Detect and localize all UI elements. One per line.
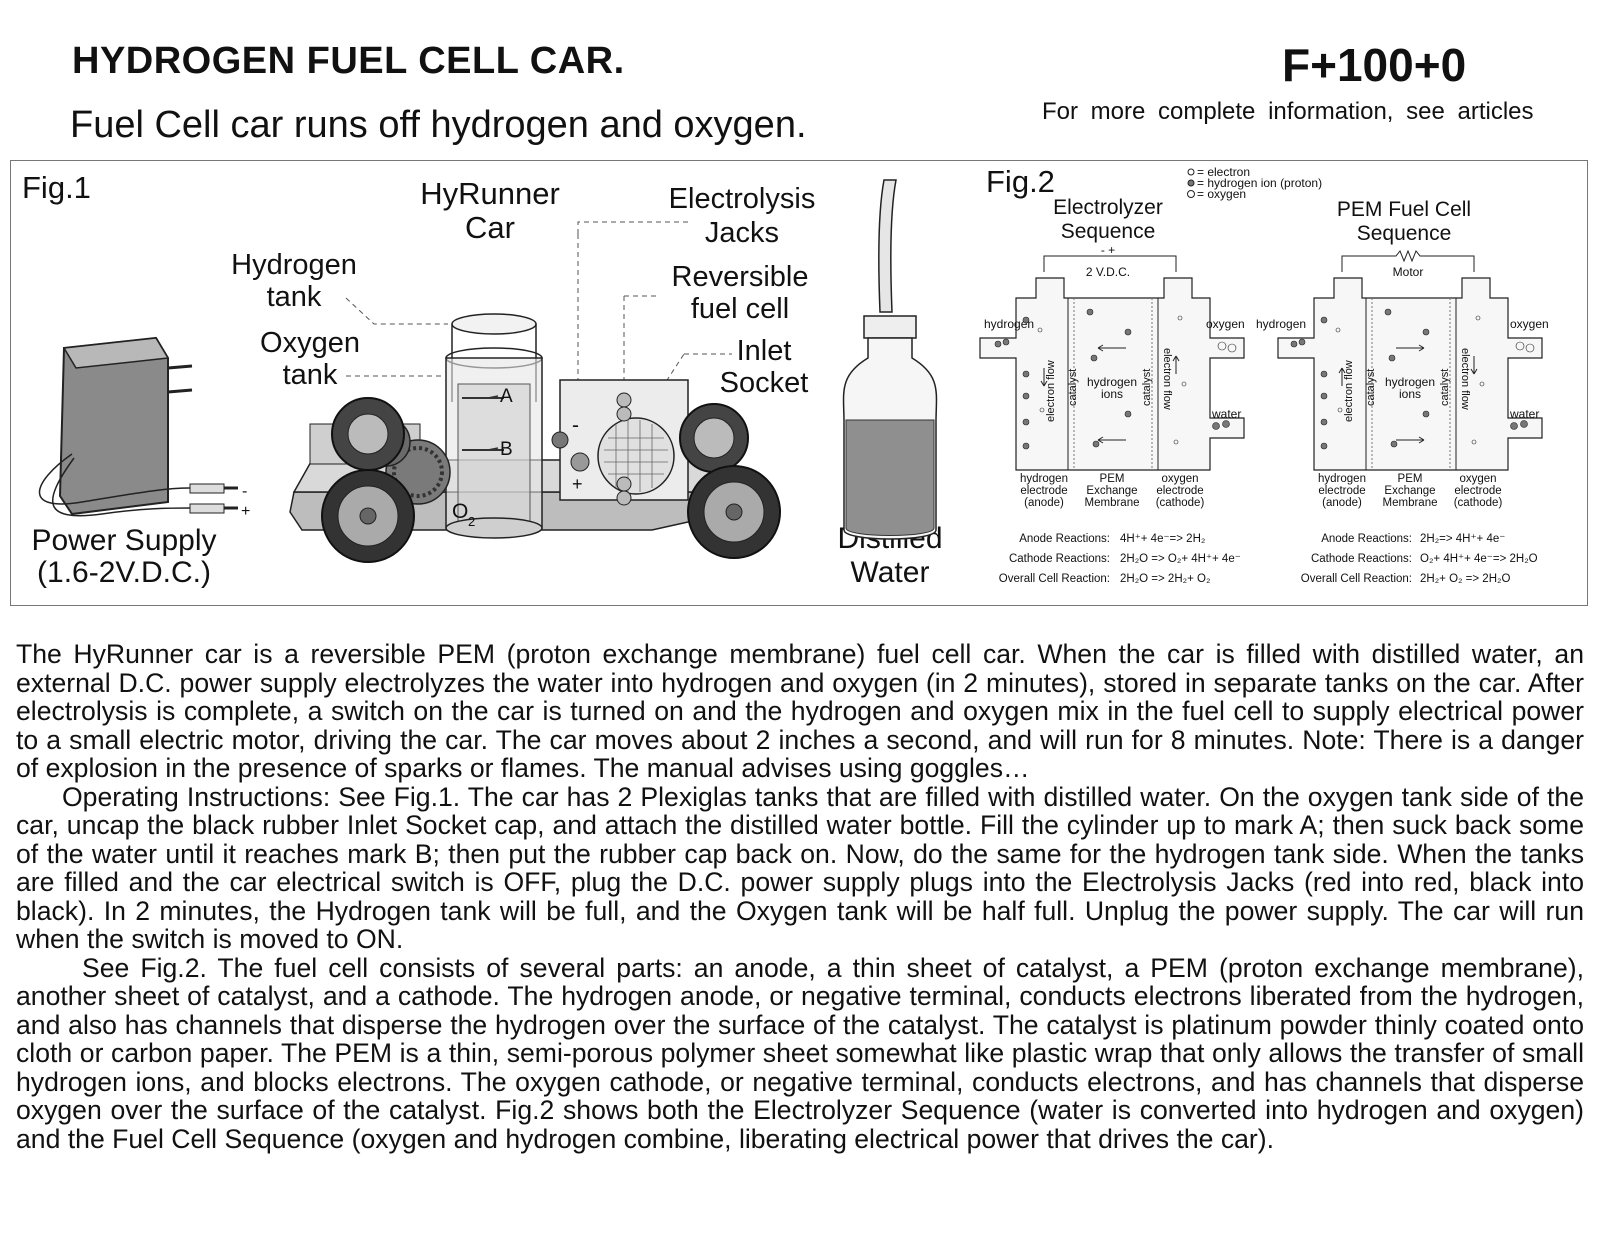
electrolyzer-cathode-reaction: 2H₂O => O₂+ 4H⁺+ 4e⁻ [1120, 553, 1241, 565]
oxygen-tank-label-2: tank [283, 359, 338, 391]
fuelcell-overall-reaction: 2H₂+ O₂ => 2H₂O [1420, 573, 1510, 585]
fuelcell-anode-reaction: 2H₂=> 4H⁺+ 4e⁻ [1420, 533, 1505, 545]
fuelcell-electron-flow-left: electron flow [1343, 360, 1355, 422]
plug-minus-label: - [242, 483, 247, 500]
paragraph-intro: The HyRunner car is a reversible PEM (pr… [16, 639, 1584, 783]
fig1-illustration: Fig.1 - + Power Supply (1.6-2V.D.C.) HyR… [22, 170, 943, 589]
electrolyzer-overall-reaction: 2H₂O => 2H₂+ O₂ [1120, 573, 1210, 585]
electrolyzer-water-label: water [1211, 407, 1241, 421]
fuelcell-cathode-label-2: electrode [1454, 485, 1501, 497]
electrolysis-jacks-label: Electrolysis [669, 183, 816, 215]
electrolyzer-electron-flow-right: electron flow [1161, 348, 1173, 410]
fig2-label: Fig.2 [986, 164, 1055, 199]
page-subtitle: Fuel Cell car runs off hydrogen and oxyg… [70, 104, 807, 146]
power-supply-drawing [38, 336, 238, 517]
electrolyzer-title-2: Sequence [1061, 220, 1156, 243]
fuelcell-pem-label: PEM [1398, 473, 1423, 485]
electrolyzer-pem-label-2: Exchange [1086, 485, 1137, 497]
fuelcell-hydrogen-label: hydrogen [1256, 317, 1306, 331]
fig1-label: Fig.1 [22, 170, 91, 205]
fuelcell-motor-label: Motor [1393, 265, 1424, 279]
electrolyzer-panel: Electrolyzer Sequence - + 2 V.D.C. hydro… [979, 196, 1245, 585]
fuelcell-anode-reaction-label: Anode Reactions: [1321, 533, 1412, 545]
electrolyzer-cathode-reaction-label: Cathode Reactions: [1009, 553, 1110, 565]
figure-frame [10, 160, 1588, 606]
fuelcell-title-2: Sequence [1357, 222, 1452, 245]
power-supply-label: Power Supply [31, 524, 216, 557]
legend-electron: = electron [1197, 165, 1250, 179]
plug-plus-label: + [241, 503, 250, 520]
electrolyzer-catalyst-right: catalyst [1141, 369, 1153, 406]
fuelcell-anode-label-2: electrode [1318, 485, 1365, 497]
fuelcell-oxygen-label: oxygen [1510, 317, 1549, 331]
reversible-fuel-cell-label: Reversible [672, 261, 809, 293]
hyrunner-car-drawing [289, 313, 781, 563]
electrolyzer-title: Electrolyzer [1053, 196, 1163, 219]
electrolyzer-anode-label: hydrogen [1020, 473, 1068, 485]
o2-label: O [452, 500, 468, 523]
electrolyzer-ions-label-2: ions [1101, 387, 1123, 401]
fig2-diagram: Fig.2 = electron = hydrogen ion (proton)… [979, 164, 1549, 585]
paragraph-fuel-cell-parts: See Fig.2. The fuel cell consists of sev… [16, 952, 1584, 1154]
electrolyzer-anode-reaction-label: Anode Reactions: [1019, 533, 1110, 545]
fuelcell-cathode-reaction-label: Cathode Reactions: [1311, 553, 1412, 565]
inlet-socket-label: Inlet [737, 335, 792, 367]
distilled-water-label-2: Water [851, 556, 930, 589]
electrolyzer-electron-flow-left: electron flow [1045, 360, 1057, 422]
fuelcell-ions-label: hydrogen [1385, 375, 1435, 389]
paragraph-operating-instructions: Operating Instructions: See Fig.1. The c… [16, 781, 1584, 954]
fuelcell-catalyst-right: catalyst [1439, 369, 1451, 406]
electrolyzer-anode-label-3: (anode) [1024, 497, 1064, 509]
mark-b-label: B [500, 439, 513, 460]
legend-proton: = hydrogen ion (proton) [1197, 176, 1322, 190]
reversible-fuel-cell-label-2: fuel cell [691, 293, 789, 325]
electrolyzer-ions-label: hydrogen [1087, 375, 1137, 389]
fuelcell-cathode-reaction: O₂+ 4H⁺+ 4e⁻=> 2H₂O [1420, 553, 1538, 565]
electrolyzer-anode-label-2: electrode [1020, 485, 1067, 497]
fuelcell-anode-label-3: (anode) [1322, 497, 1362, 509]
hydrogen-tank-label-2: tank [267, 281, 322, 313]
electrolyzer-catalyst-left: catalyst [1067, 369, 1079, 406]
electrolyzer-pem-label: PEM [1100, 473, 1125, 485]
fuelcell-panel: PEM Fuel Cell Sequence Motor hydrogen ox… [1256, 198, 1549, 585]
electrolysis-jacks-label-2: Jacks [705, 217, 779, 249]
electrolyzer-hydrogen-label: hydrogen [984, 317, 1034, 331]
o2-subscript: 2 [468, 514, 475, 529]
hydrogen-tank-label: Hydrogen [231, 249, 357, 281]
electrolyzer-oxygen-label: oxygen [1206, 317, 1245, 331]
electrolyzer-cathode-label-3: (cathode) [1156, 497, 1205, 509]
jack-plus-label: + [572, 474, 583, 494]
body-text: The HyRunner car is a reversible PEM (pr… [16, 640, 1584, 1153]
oxygen-tank-label: Oxygen [260, 327, 360, 359]
inlet-socket-label-2: Socket [720, 367, 809, 399]
fuelcell-ions-label-2: ions [1399, 387, 1421, 401]
fuelcell-cathode-label: oxygen [1459, 473, 1496, 485]
fuelcell-overall-reaction-label: Overall Cell Reaction: [1301, 573, 1412, 585]
electrolyzer-cathode-label-2: electrode [1156, 485, 1203, 497]
fuelcell-pem-label-3: Membrane [1383, 497, 1438, 509]
fuelcell-electron-flow-right: electron flow [1459, 348, 1471, 410]
power-supply-voltage: (1.6-2V.D.C.) [37, 556, 211, 589]
electrolyzer-source-label: 2 V.D.C. [1086, 265, 1130, 279]
hyrunner-label: HyRunner [420, 176, 560, 211]
fuelcell-catalyst-left: catalyst [1365, 369, 1377, 406]
electrolyzer-cathode-label: oxygen [1161, 473, 1198, 485]
water-bottle-drawing [842, 179, 938, 540]
page-code: F+100+0 [1282, 39, 1467, 91]
fuelcell-cathode-label-3: (cathode) [1454, 497, 1503, 509]
electrolyzer-polarity: - + [1101, 243, 1115, 257]
fuelcell-anode-label: hydrogen [1318, 473, 1366, 485]
electrolyzer-pem-label-3: Membrane [1085, 497, 1140, 509]
mark-a-label: A [500, 386, 513, 407]
page-title: HYDROGEN FUEL CELL CAR. [72, 40, 625, 82]
jack-minus-label: - [572, 414, 579, 437]
legend-oxygen: = oxygen [1197, 187, 1246, 201]
more-info-note: For more complete information, see artic… [1042, 98, 1534, 125]
electrolyzer-overall-reaction-label: Overall Cell Reaction: [999, 573, 1110, 585]
electrolyzer-anode-reaction: 4H⁺+ 4e⁻=> 2H₂ [1120, 533, 1205, 545]
hyrunner-label-2: Car [465, 210, 515, 245]
fuelcell-title: PEM Fuel Cell [1337, 198, 1471, 221]
fuelcell-pem-label-2: Exchange [1384, 485, 1435, 497]
fuelcell-water-label: water [1509, 407, 1539, 421]
